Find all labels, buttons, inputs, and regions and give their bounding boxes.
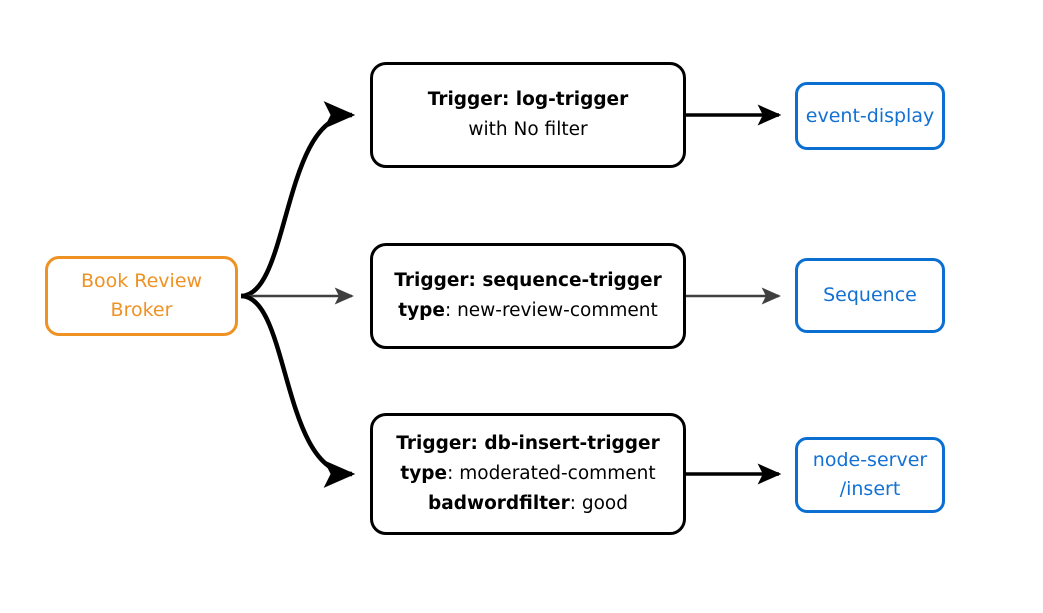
trigger-2-line2-bold: type — [398, 300, 445, 321]
target-3-line2: /insert — [839, 478, 901, 500]
node-target-sequence[interactable]: Sequence — [795, 258, 945, 333]
broker-label-line2: Broker — [110, 299, 173, 321]
trigger-2-line1-bold: Trigger: sequence-trigger — [394, 270, 662, 291]
trigger-1-line1: Trigger: log-trigger — [428, 85, 628, 115]
target-3-line1: node-server — [812, 449, 928, 471]
trigger-3-line2-rest: : moderated-comment — [447, 463, 656, 484]
node-target-event-display[interactable]: event-display — [795, 82, 945, 150]
trigger-1-line1-bold: Trigger: log-trigger — [427, 89, 629, 110]
trigger-3-line3-bold: badwordfilter — [428, 493, 570, 514]
trigger-3-line2-bold: type — [400, 463, 448, 484]
node-target-node-server-insert[interactable]: node-server /insert — [795, 437, 945, 513]
trigger-1-line2: with No filter — [468, 115, 587, 145]
target-1-line1: event-display — [805, 104, 935, 127]
edge-broker-to-db-insert-trigger — [240, 293, 356, 488]
node-trigger-db-insert-trigger[interactable]: Trigger: db-insert-trigger type: moderat… — [370, 413, 686, 535]
broker-label-line1: Book Review — [80, 270, 203, 292]
trigger-3-line2: type: moderated-comment — [400, 459, 655, 489]
node-trigger-sequence-trigger[interactable]: Trigger: sequence-trigger type: new-revi… — [370, 243, 686, 349]
target-2-line1: Sequence — [823, 284, 917, 306]
trigger-1-line2-rest: with No filter — [468, 119, 588, 140]
trigger-2-line2-rest: : new-review-comment — [444, 300, 658, 321]
trigger-2-line2: type: new-review-comment — [398, 296, 657, 326]
trigger-2-line1: Trigger: sequence-trigger — [394, 266, 661, 296]
node-trigger-log-trigger[interactable]: Trigger: log-trigger with No filter — [370, 62, 686, 168]
node-book-review-broker[interactable]: Book Review Broker — [45, 256, 238, 336]
trigger-3-line1-bold: Trigger: db-insert-trigger — [396, 433, 660, 454]
trigger-3-line3-rest: : good — [569, 493, 628, 514]
edge-broker-to-log-trigger — [240, 101, 356, 299]
trigger-3-line3: badwordfilter: good — [428, 489, 628, 519]
trigger-3-line1: Trigger: db-insert-trigger — [396, 429, 659, 459]
